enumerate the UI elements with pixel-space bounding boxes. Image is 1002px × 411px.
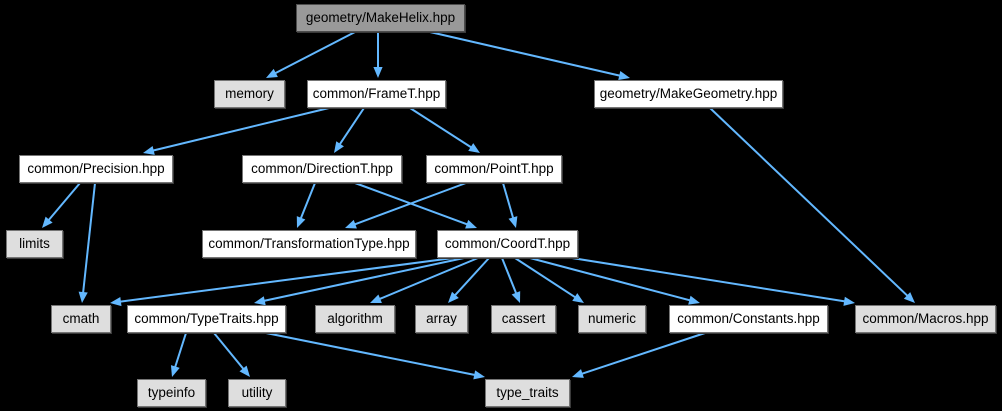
graph-node-constants[interactable]: common/Constants.hpp	[669, 305, 828, 333]
graph-node-makehelix[interactable]: geometry/MakeHelix.hpp	[296, 4, 465, 32]
graph-edge	[453, 257, 490, 297]
graph-edge-arrowhead	[468, 143, 480, 153]
graph-edge	[502, 182, 515, 220]
graph-edge	[409, 107, 473, 149]
graph-node-label: common/TransformationType.hpp	[208, 236, 410, 252]
graph-node-label: cmath	[62, 311, 100, 327]
graph-node-typetraits[interactable]: common/TypeTraits.hpp	[127, 305, 286, 333]
graph-edge-arrowhead	[473, 370, 485, 380]
graph-edge	[265, 332, 476, 377]
graph-edge	[273, 31, 356, 75]
graph-node-type_traits[interactable]: type_traits	[485, 379, 570, 407]
graph-edge	[514, 257, 577, 299]
graph-edge-arrowhead	[373, 67, 383, 78]
graph-node-cmath[interactable]: cmath	[51, 305, 111, 333]
graph-edge	[353, 182, 467, 226]
graph-node-label: limits	[19, 236, 50, 252]
graph-node-numeric[interactable]: numeric	[578, 305, 646, 333]
graph-edge-arrowhead	[334, 141, 344, 153]
graph-node-label: utility	[241, 385, 273, 401]
graph-edge-arrowhead	[254, 296, 266, 306]
graph-node-label: common/TypeTraits.hpp	[134, 311, 279, 327]
graph-node-algorithm[interactable]: algorithm	[315, 305, 395, 333]
graph-node-typeinfo[interactable]: typeinfo	[137, 379, 206, 407]
graph-edge	[709, 107, 909, 298]
graph-node-label: memory	[225, 86, 274, 102]
graph-node-label: cassert	[501, 311, 546, 327]
graph-node-cassert[interactable]: cassert	[491, 305, 556, 333]
graph-edge-arrowhead	[345, 219, 357, 229]
graph-edge-arrowhead	[511, 291, 521, 303]
graph-edge	[580, 332, 706, 375]
graph-node-label: common/DirectionT.hpp	[251, 161, 393, 177]
graph-edge-arrowhead	[688, 295, 700, 305]
graph-edge-arrowhead	[508, 216, 518, 228]
graph-node-pointt[interactable]: common/PointT.hpp	[426, 155, 562, 183]
graph-node-precision[interactable]: common/Precision.hpp	[19, 155, 173, 183]
graph-node-label: geometry/MakeHelix.hpp	[305, 10, 456, 26]
graph-edge-arrowhead	[618, 71, 630, 81]
graph-edge-arrowhead	[296, 216, 306, 228]
graph-node-label: typeinfo	[147, 385, 196, 401]
graph-node-transformationtype[interactable]: common/TransformationType.hpp	[202, 230, 416, 258]
graph-edge-arrowhead	[78, 291, 88, 303]
graph-edge-arrowhead	[266, 68, 278, 78]
graph-node-label: geometry/MakeGeometry.hpp	[599, 86, 778, 102]
graph-edge	[173, 332, 187, 369]
graph-edge	[299, 182, 316, 220]
graph-edge	[571, 257, 846, 303]
graph-node-label: common/Precision.hpp	[27, 161, 165, 177]
graph-edge	[378, 257, 479, 301]
graph-node-label: numeric	[587, 311, 636, 327]
graph-node-directiont[interactable]: common/DirectionT.hpp	[242, 155, 402, 183]
graph-edge-arrowhead	[170, 365, 180, 377]
graph-edge-arrowhead	[239, 365, 250, 377]
graph-edge	[263, 257, 465, 302]
graph-edge-arrowhead	[572, 293, 584, 303]
graph-edge-arrowhead	[843, 296, 855, 306]
graph-edge-arrowhead	[572, 369, 584, 378]
graph-edge	[119, 257, 454, 303]
graph-edge-arrowhead	[143, 145, 155, 155]
graph-edge-arrowhead	[465, 219, 477, 229]
graph-edge	[429, 31, 621, 77]
graph-edge	[151, 107, 330, 152]
graph-edge	[47, 182, 81, 222]
graph-edge-arrowhead	[903, 292, 915, 303]
graph-edge-arrowhead	[448, 291, 459, 303]
graph-node-label: common/PointT.hpp	[434, 161, 554, 177]
graph-edge	[529, 257, 692, 302]
graph-edge-arrowhead	[110, 297, 122, 307]
graph-node-memory[interactable]: memory	[214, 80, 285, 108]
graph-node-label: type_traits	[496, 385, 559, 401]
graph-node-macros[interactable]: common/Macros.hpp	[855, 305, 996, 333]
graph-edge	[213, 332, 245, 371]
graph-node-label: array	[426, 311, 457, 327]
graph-node-framet[interactable]: common/FrameT.hpp	[307, 80, 446, 108]
graph-node-utility[interactable]: utility	[228, 379, 286, 407]
graph-edge-arrowhead	[370, 294, 382, 304]
graph-node-coordt[interactable]: common/CoordT.hpp	[437, 230, 578, 258]
graph-node-label: common/Constants.hpp	[677, 311, 820, 327]
graph-edge	[338, 107, 365, 146]
graph-node-label: common/FrameT.hpp	[312, 86, 441, 102]
graph-edge	[82, 182, 96, 294]
graph-edge	[501, 257, 518, 295]
graph-node-makegeometry[interactable]: geometry/MakeGeometry.hpp	[594, 80, 783, 108]
graph-node-label: common/Macros.hpp	[862, 311, 989, 327]
graph-node-array[interactable]: array	[415, 305, 468, 333]
graph-edge-arrowhead	[42, 216, 53, 228]
graph-node-label: common/CoordT.hpp	[444, 236, 571, 252]
graph-node-label: algorithm	[327, 311, 383, 327]
graph-edge	[354, 182, 469, 226]
graph-node-limits[interactable]: limits	[6, 230, 63, 258]
